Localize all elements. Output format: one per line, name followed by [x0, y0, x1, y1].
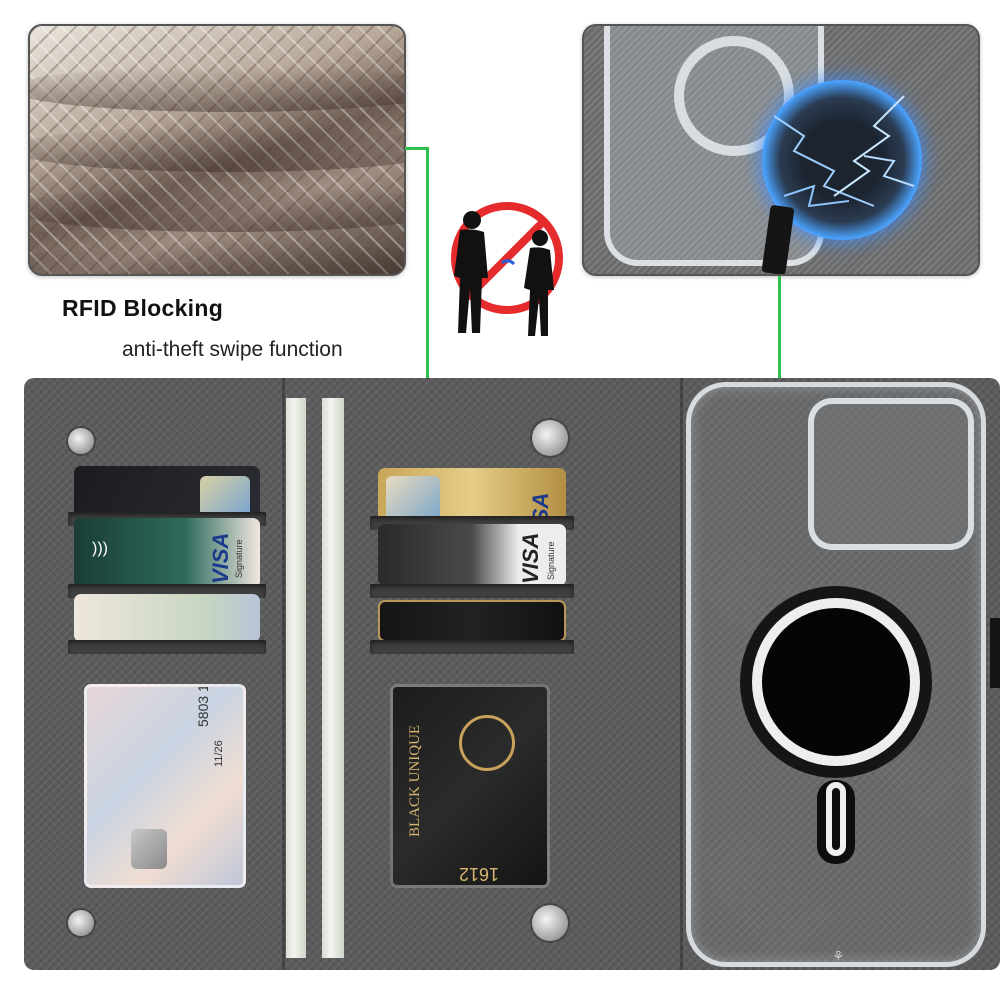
connector-line — [778, 276, 781, 422]
camera-cutout — [808, 398, 974, 550]
connector-line — [426, 147, 429, 423]
card-slot — [68, 640, 266, 654]
fabric-fold — [30, 66, 404, 112]
wallet-fold-line — [680, 378, 683, 970]
card-map-visa: VISA Signature — [378, 524, 566, 586]
contactless-icon: ))) — [92, 540, 108, 557]
card-teal-visa: VISA Signature ))) — [74, 518, 260, 588]
feature-subtitle: anti-theft swipe function — [122, 338, 343, 361]
chip-icon — [131, 829, 167, 869]
wallet-fold-line — [282, 378, 285, 970]
snap-button — [68, 428, 94, 454]
no-pickpocket-icon — [451, 202, 563, 336]
fabric-fold — [30, 186, 404, 232]
connector-line — [405, 147, 427, 150]
closure-tab — [990, 618, 1000, 688]
id-window-card: 5803 1515 11/26 — [84, 684, 246, 888]
banknote — [322, 398, 344, 958]
card-number-text: 1612 — [459, 864, 500, 884]
photo-card-number: 5803 1515 — [195, 684, 211, 727]
card-floral — [74, 594, 260, 642]
magnetic-closeup — [582, 24, 980, 276]
fabric-fold — [30, 241, 404, 274]
magnetic-lightning-icon — [773, 95, 915, 208]
magsafe-ring-closeup — [674, 36, 794, 156]
visa-label: VISA — [518, 532, 543, 584]
rfid-fabric-closeup — [28, 24, 406, 276]
magnetic-snap — [532, 905, 568, 941]
crest-icon — [459, 715, 515, 771]
snap-button — [68, 910, 94, 936]
magnetic-snap — [532, 420, 568, 456]
card-slot — [370, 640, 574, 654]
visa-label: VISA — [208, 532, 233, 584]
magsafe-ring — [752, 598, 920, 766]
signature-label: Signature — [234, 539, 244, 578]
brand-logo-icon: ⚘ — [832, 948, 845, 964]
fabric-fold — [30, 126, 404, 172]
card-slot — [370, 584, 574, 598]
card-brand-text: BLACK UNIQUE — [407, 724, 423, 837]
banknote — [286, 398, 306, 958]
signature-label: Signature — [546, 541, 556, 580]
feature-title: RFID Blocking — [62, 295, 224, 321]
black-unique-card: BLACK UNIQUE 1612 — [390, 684, 550, 888]
card-black-gold — [378, 600, 566, 642]
magsafe-stem — [826, 782, 846, 856]
photo-card-expiry: 11/26 — [213, 740, 225, 767]
